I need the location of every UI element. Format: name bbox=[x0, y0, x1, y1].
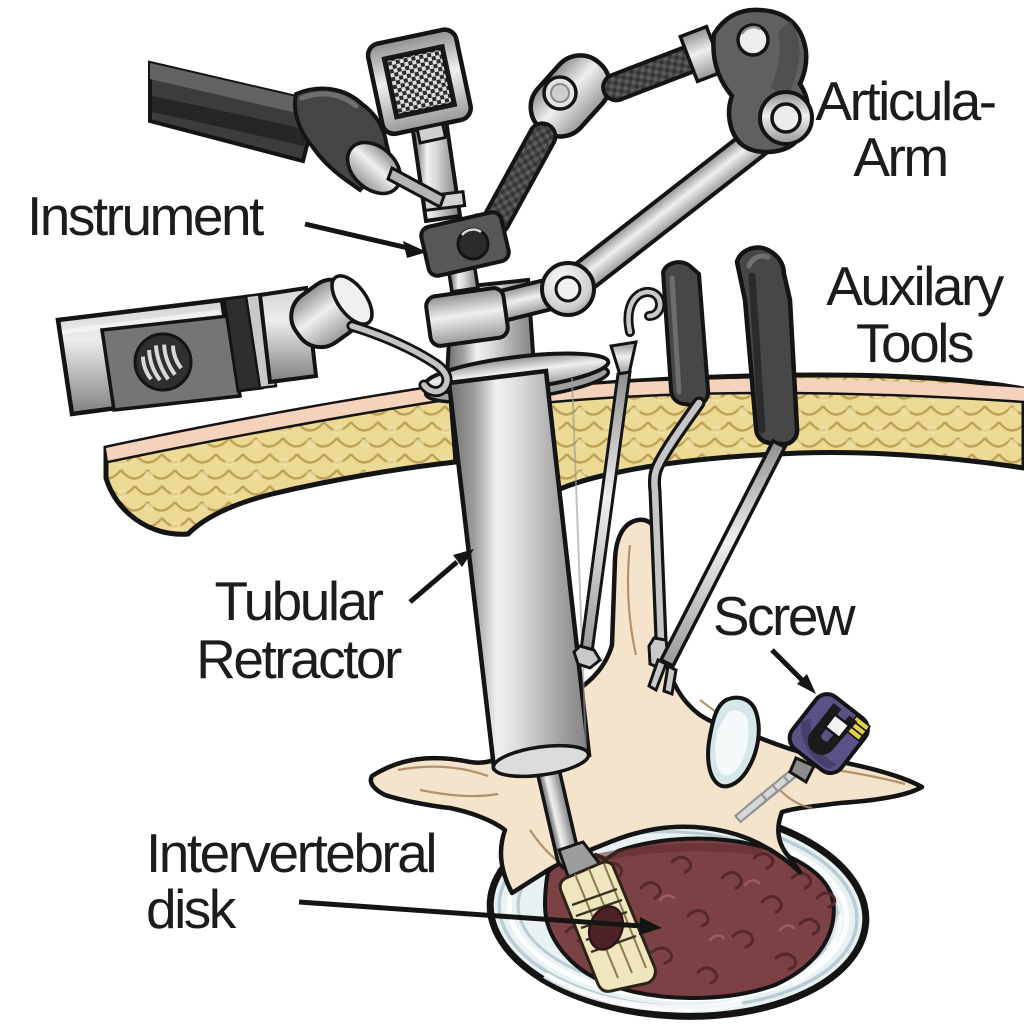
bent-dissector bbox=[647, 260, 711, 670]
screw-neck bbox=[788, 756, 817, 785]
label-auxiliary-tools-line2: Tools bbox=[856, 312, 973, 374]
hook-probe bbox=[572, 287, 666, 670]
threaded-hole bbox=[140, 344, 183, 382]
retractor-clamp bbox=[424, 286, 510, 348]
tubular-retractor bbox=[423, 277, 611, 779]
instrument-tool bbox=[148, 60, 446, 210]
tubular-retractor-arrow bbox=[408, 549, 474, 604]
label-screw: Screw bbox=[713, 585, 856, 647]
instrument-arrow bbox=[304, 221, 427, 258]
screw-arrow bbox=[770, 648, 816, 694]
label-instrument: Instrument bbox=[27, 185, 264, 247]
screw-head bbox=[787, 692, 872, 776]
label-intervertebral-disk-line2: disk bbox=[146, 878, 237, 940]
pedicle-screw bbox=[706, 692, 872, 824]
retractor-mouth bbox=[491, 743, 591, 779]
label-auxiliary-tools-line1: Auxilary bbox=[826, 255, 1005, 317]
annotations: Articula- Arm Instrument Auxilary Tools … bbox=[27, 70, 1007, 940]
skin-strip-left bbox=[106, 385, 452, 462]
label-tubular-retractor-line2: Retractor bbox=[196, 628, 402, 690]
skin-fat-layer-left bbox=[103, 382, 459, 537]
side-instrument bbox=[55, 274, 453, 417]
intervertebral-disk-arrow bbox=[298, 899, 662, 935]
label-tubular-retractor-line1: Tubular bbox=[215, 570, 384, 632]
auxiliary-tools bbox=[572, 245, 800, 697]
label-articulating-arm-line2: Arm bbox=[853, 126, 946, 188]
articulating-arm bbox=[365, 7, 814, 348]
screw-threads bbox=[733, 756, 813, 824]
camera-head bbox=[365, 27, 473, 145]
label-articulating-arm-line1: Articula- bbox=[815, 70, 994, 132]
vertebra-bone bbox=[368, 517, 925, 896]
post-clamp bbox=[419, 210, 511, 278]
screwdriver bbox=[647, 245, 800, 697]
label-intervertebral-disk-line1: Intervertebral bbox=[146, 822, 435, 884]
